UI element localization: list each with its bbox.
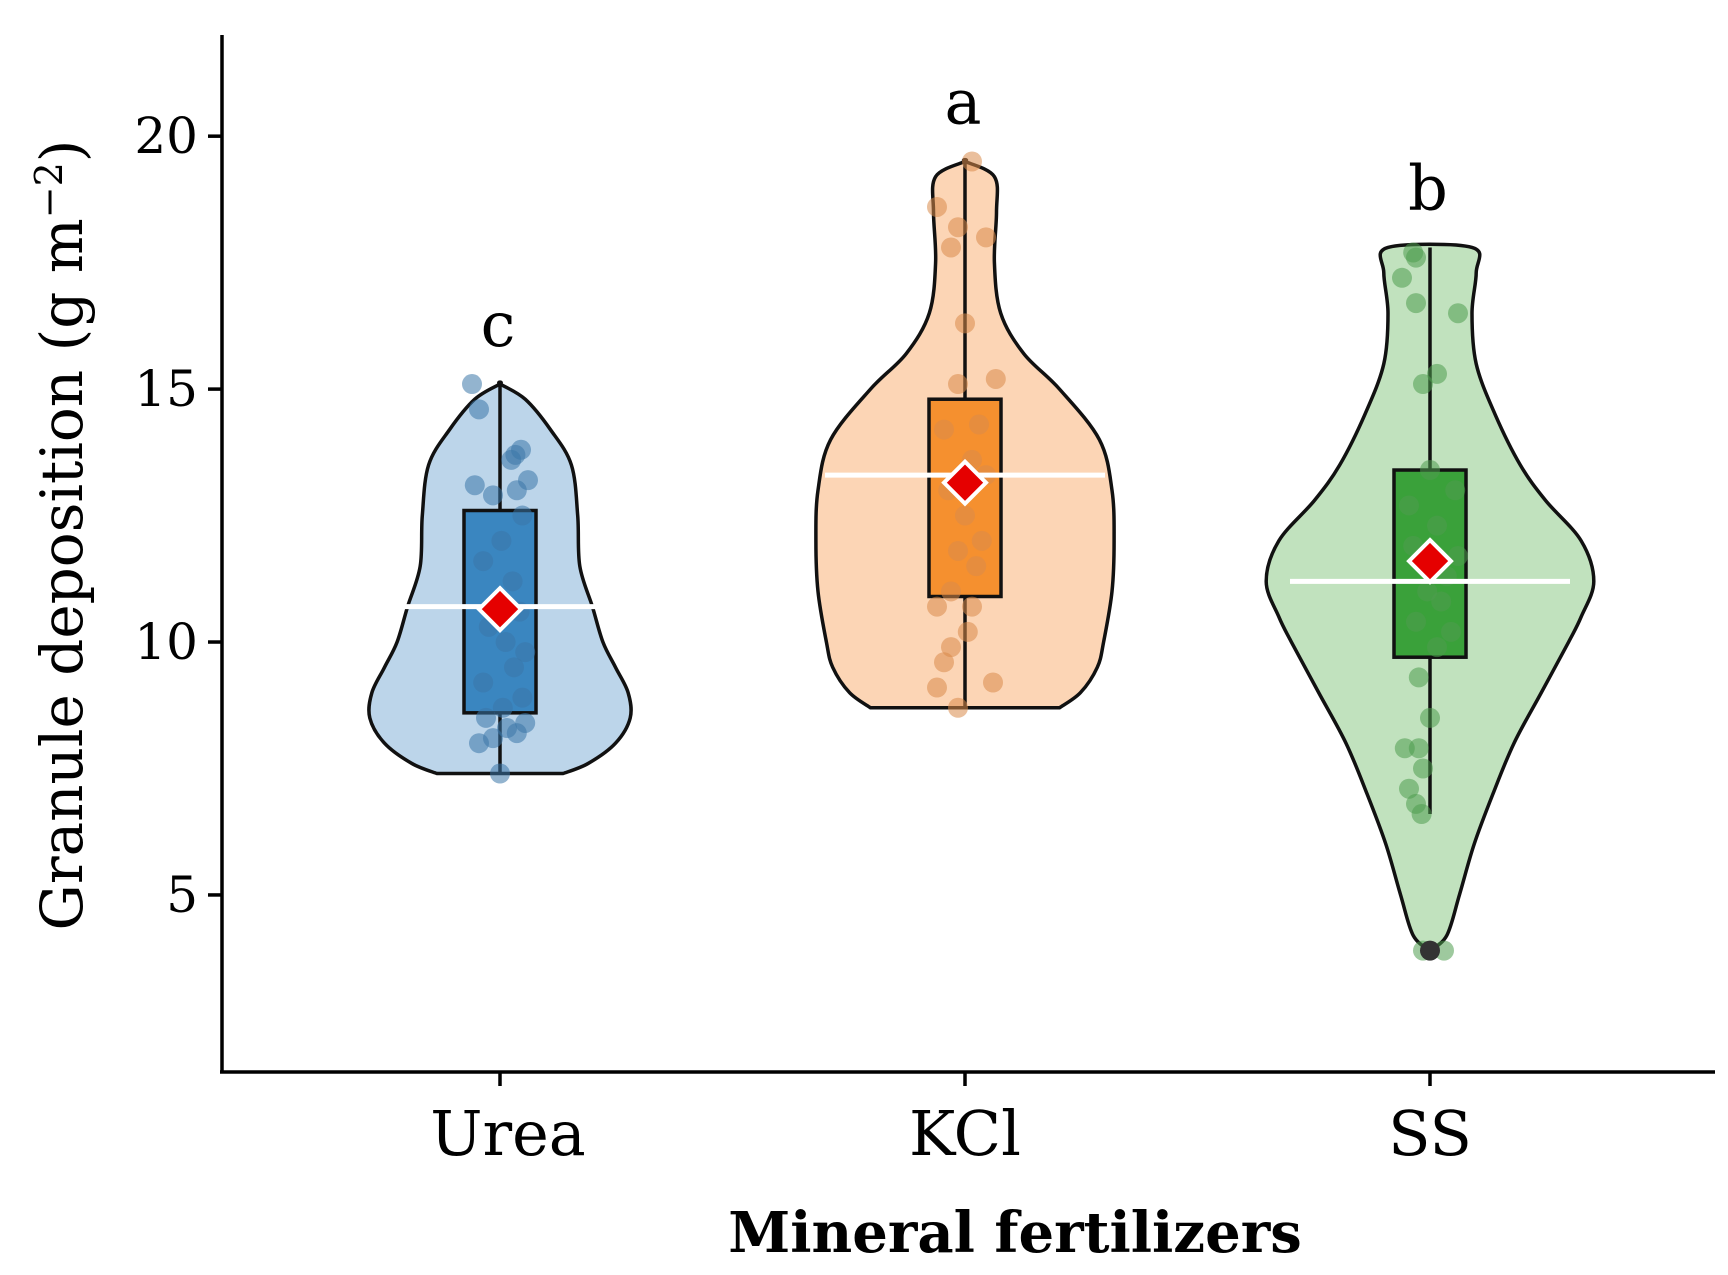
data-point [1417, 581, 1438, 602]
data-point [512, 505, 533, 526]
data-point [955, 313, 975, 334]
data-point [948, 217, 968, 238]
data-point [971, 530, 992, 551]
data-point [464, 475, 485, 496]
mean-diamond [1406, 537, 1454, 585]
data-point [969, 414, 989, 435]
significance-letter: b [1408, 151, 1448, 224]
data-point [1413, 758, 1433, 779]
data-point [483, 728, 503, 749]
data-point [518, 470, 538, 491]
group-urea: c [360, 288, 640, 784]
data-point [948, 697, 968, 718]
data-point [1448, 303, 1468, 324]
data-point [473, 672, 494, 693]
x-tick-label: SS [1388, 1097, 1472, 1170]
data-point [1445, 480, 1466, 501]
data-point [962, 596, 982, 617]
data-point [1441, 621, 1461, 642]
y-axis-title-close: ) [28, 140, 96, 163]
y-tick-label: 5 [166, 866, 198, 924]
data-point [495, 632, 516, 653]
data-point [473, 551, 494, 572]
data-point [1427, 363, 1447, 384]
data-point [515, 642, 536, 663]
data-point [962, 151, 982, 172]
data-point [490, 763, 510, 784]
data-point [927, 196, 947, 217]
data-point [1399, 778, 1419, 799]
data-point [1434, 940, 1454, 961]
data-point [462, 374, 482, 395]
data-point [1406, 293, 1426, 314]
data-point [985, 368, 1006, 389]
data-point [491, 530, 512, 551]
mean-diamond [476, 585, 524, 633]
data-point [1420, 707, 1440, 728]
data-point [934, 652, 954, 673]
data-point [515, 712, 536, 733]
plot-area: c a b [360, 65, 1596, 961]
significance-letter: a [945, 65, 982, 138]
data-point [957, 621, 978, 642]
data-point [1399, 495, 1419, 516]
data-point [505, 444, 526, 465]
mean-diamond [941, 458, 989, 507]
data-point [1406, 611, 1426, 632]
data-point [476, 707, 496, 728]
data-point [512, 687, 533, 708]
group-kcl: a [814, 65, 1116, 718]
data-point [976, 227, 996, 248]
data-point [469, 399, 489, 420]
data-point [983, 672, 1003, 693]
y-tick-label: 15 [134, 360, 198, 418]
data-point [941, 237, 961, 258]
data-point [966, 556, 987, 577]
data-point [492, 697, 513, 718]
data-point [1408, 738, 1429, 759]
data-point [1392, 267, 1412, 288]
y-axis-title-superscript: −2 [27, 162, 71, 218]
data-point [955, 505, 975, 526]
group-ss: b [1264, 151, 1596, 961]
data-point [1427, 637, 1447, 658]
data-point [1406, 247, 1426, 268]
y-axis-title: Granule deposition (g m−2) [27, 140, 96, 931]
data-point [1394, 738, 1415, 759]
data-point [941, 581, 961, 602]
significance-letter: c [481, 288, 516, 361]
data-point [934, 419, 954, 440]
data-point [948, 374, 968, 395]
data-point [504, 657, 524, 678]
data-point [1406, 793, 1426, 814]
data-point [927, 596, 947, 617]
data-point [483, 485, 503, 506]
y-axis-title-main: Granule deposition (g m [28, 218, 96, 930]
data-point [1431, 591, 1452, 612]
data-point [941, 637, 961, 658]
data-point [927, 677, 947, 698]
data-point [948, 540, 968, 561]
y-tick-label: 10 [134, 613, 198, 671]
outlier-point [1420, 940, 1440, 961]
x-tick-label: Urea [430, 1097, 586, 1170]
x-axis-title: Mineral fertilizers [728, 1200, 1302, 1266]
data-point [1420, 460, 1440, 481]
axes [220, 35, 1715, 1074]
data-point [1427, 515, 1447, 536]
x-tick-label: KCl [909, 1097, 1021, 1170]
data-point [502, 571, 523, 592]
data-point [1408, 667, 1429, 688]
y-tick-label: 20 [134, 107, 198, 165]
data-point [1413, 374, 1433, 395]
